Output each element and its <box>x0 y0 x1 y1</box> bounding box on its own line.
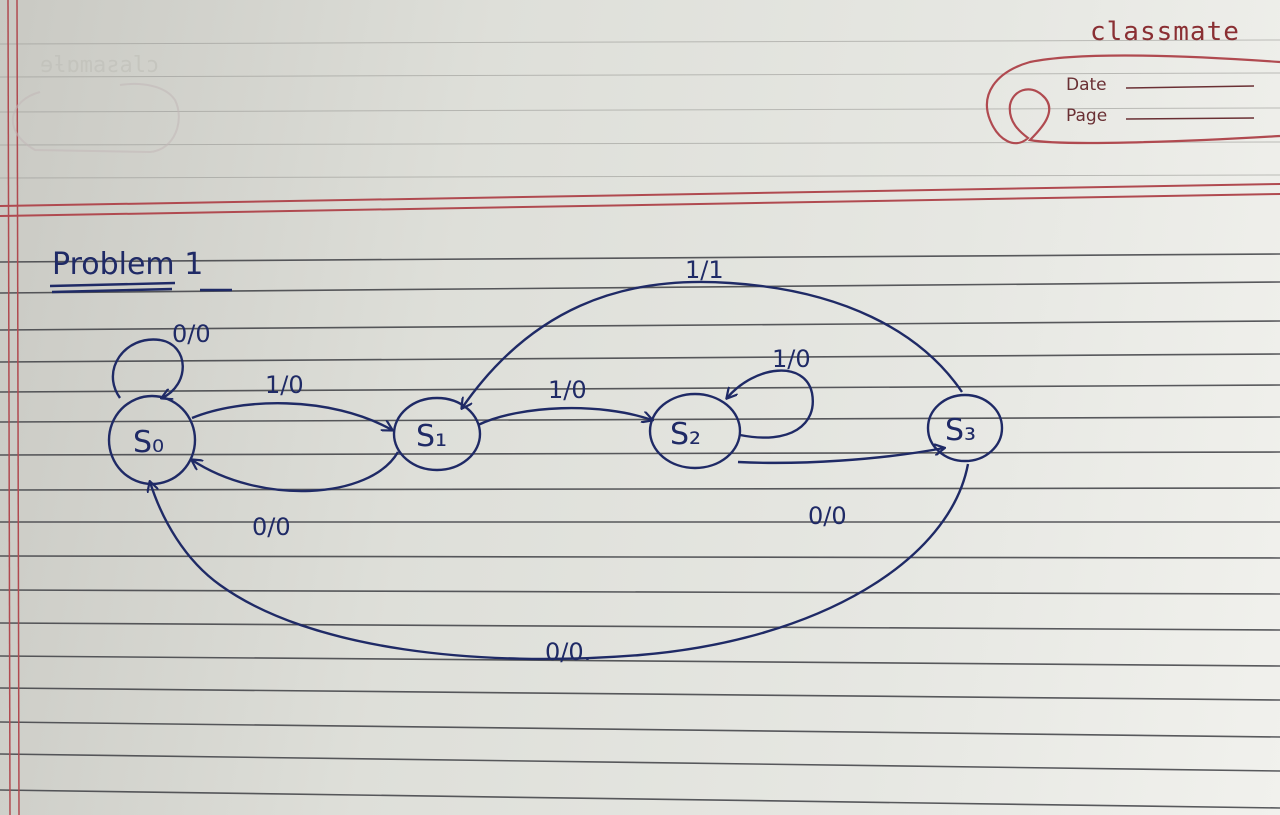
edge-s3-s1 <box>462 280 963 408</box>
state-label-s3: S₃ <box>945 413 976 448</box>
problem-title: Problem 1 <box>52 247 203 282</box>
state-label-s2: S₂ <box>670 417 701 452</box>
date-label: Date <box>1066 75 1107 95</box>
label-s2-s2: 1/0 <box>772 345 811 373</box>
edge-s0-s0 <box>111 338 184 398</box>
edge-s2-s3 <box>737 448 944 465</box>
edge-s1-s0 <box>192 451 400 493</box>
ruled-lines <box>0 253 1280 809</box>
label-s3-s1: 1/1 <box>685 256 724 284</box>
state-s1 <box>392 396 482 472</box>
edge-s3-s0 <box>150 463 970 661</box>
state-s3 <box>926 393 1004 463</box>
state-label-s0: S₀ <box>133 425 164 460</box>
faint-header-lines <box>0 39 1280 179</box>
label-s0-s1: 1/0 <box>265 371 304 399</box>
brand-logo: classmate <box>1090 17 1240 47</box>
state-diagram <box>107 280 1004 661</box>
label-s3-s0: 0/0. <box>545 638 591 666</box>
title-underline <box>49 281 232 294</box>
state-label-s1: S₁ <box>416 419 447 454</box>
label-s2-s3: 0/0 <box>808 502 847 530</box>
ghost-text: ɘƚɒmaƨalɔ <box>40 53 159 78</box>
label-s1-s2: 1/0 <box>548 376 587 404</box>
page-label: Page <box>1066 106 1107 126</box>
label-s0-s0: 0/0 <box>172 320 211 348</box>
state-s2 <box>648 392 742 470</box>
page-line <box>1125 117 1255 120</box>
date-page-frame <box>985 54 1280 145</box>
edge-s2-s2 <box>727 369 814 439</box>
date-line <box>1125 85 1255 89</box>
edge-s0-s1 <box>191 402 392 430</box>
label-s1-s0: 0/0 <box>252 513 291 541</box>
edge-s1-s2 <box>477 406 652 427</box>
show-through-ghost: ɘƚɒmaƨalɔ <box>11 53 180 154</box>
